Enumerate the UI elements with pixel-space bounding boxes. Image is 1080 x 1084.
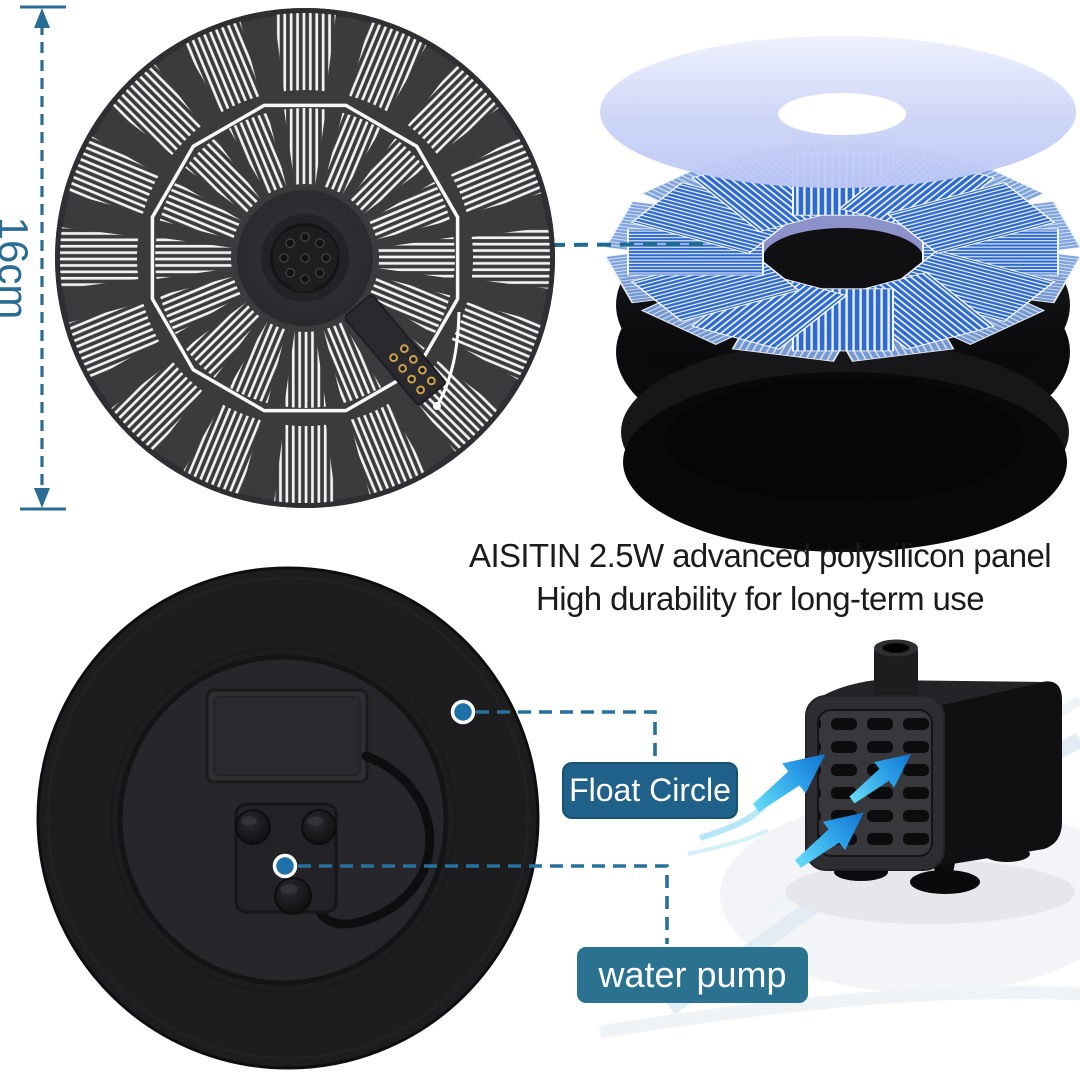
- water-flow-arrows: [687, 738, 921, 879]
- connector-strip: [344, 294, 446, 406]
- wire-dot: [433, 402, 441, 410]
- callout-dot-pump: [272, 853, 298, 879]
- wire-trace: [435, 311, 461, 407]
- pump-side-face: [940, 681, 1062, 866]
- water-pump-label: water pump: [577, 947, 808, 1003]
- pump-well-shadow: [763, 228, 923, 288]
- exploded-view: [600, 36, 1080, 552]
- float-circle-label-text: Float Circle: [569, 772, 731, 808]
- heading-line-1: AISITIN 2.5W advanced polysilicon panel: [469, 537, 1052, 574]
- water-pump-photo: [687, 639, 1075, 924]
- suction-feet: [235, 809, 337, 915]
- disc-hole: [778, 93, 906, 135]
- pump-nozzle: [874, 639, 918, 702]
- battery-box: [205, 688, 369, 784]
- float-circle-label: Float Circle: [562, 762, 738, 819]
- dimension-label: 16cm: [0, 216, 37, 320]
- wire-ring-top-view: [150, 103, 460, 413]
- solar-cell-ring: [604, 141, 1080, 363]
- heading-line-2: High durability for long-term use: [536, 580, 985, 617]
- dimension-arrow: [20, 5, 66, 511]
- product-heading: AISITIN 2.5W advanced polysilicon panel …: [430, 534, 1080, 620]
- callout-dot-float: [450, 699, 476, 725]
- pump-cable: [313, 751, 435, 929]
- nozzle-hub: [237, 190, 373, 326]
- water-pump-callout: [272, 853, 669, 944]
- solar-panel-top-view: [55, 8, 555, 508]
- float-bottom-view: [36, 566, 540, 1070]
- water-pump-label-text: water pump: [598, 954, 787, 995]
- float-circle-callout: [450, 699, 657, 758]
